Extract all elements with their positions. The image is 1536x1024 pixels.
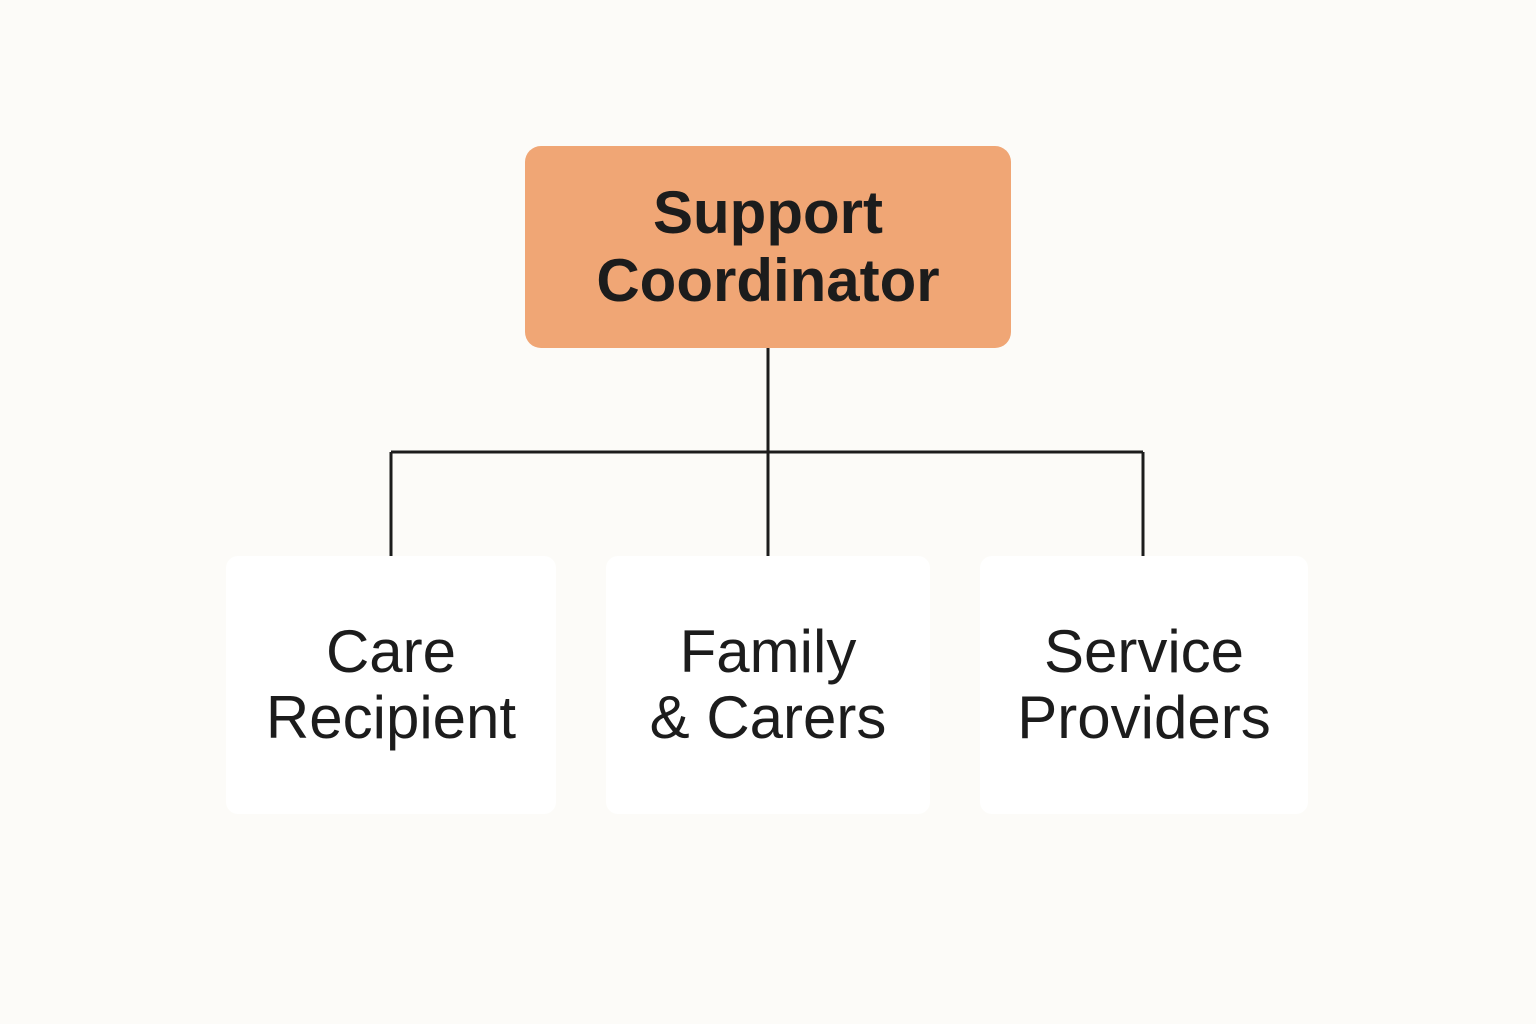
node-root-line-1: Support <box>653 179 883 246</box>
node-support-coordinator: Support Coordinator <box>525 146 1011 348</box>
node-service-providers-line-1: Service <box>1043 618 1245 685</box>
node-care-recipient-line-1: Care <box>325 618 457 685</box>
node-service-providers: Service Providers <box>980 556 1308 814</box>
node-root-line-2: Coordinator <box>596 247 940 314</box>
node-care-recipient-line-2: Recipient <box>265 684 517 751</box>
node-family-carers-line-2: & Carers <box>649 684 887 751</box>
node-service-providers-line-2: Providers <box>1017 684 1271 751</box>
node-family-carers: Family & Carers <box>606 556 930 814</box>
node-care-recipient: Care Recipient <box>226 556 556 814</box>
node-family-carers-line-1: Family <box>679 618 857 685</box>
